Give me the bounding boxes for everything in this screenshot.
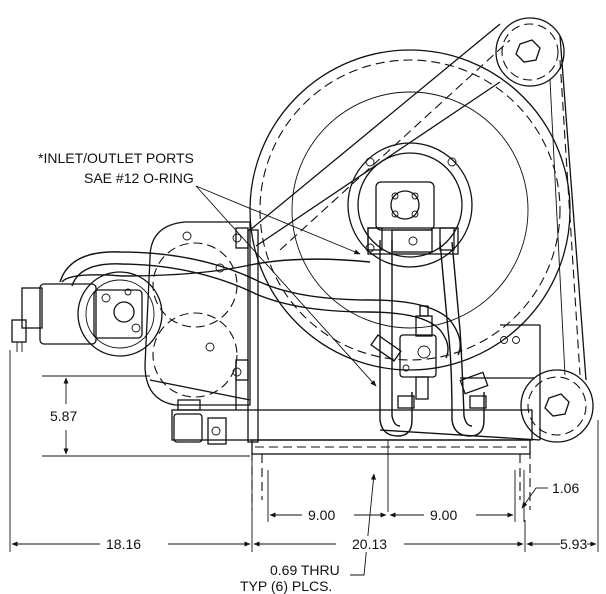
top-pulley-and-guard [249, 17, 587, 381]
dimension-overall-left-label: 18.16 [106, 536, 142, 552]
holes-callout-line1: 0.69 THRU [270, 562, 340, 578]
hydraulic-motor [11, 271, 163, 357]
dimension-height-label: 5.87 [50, 408, 78, 424]
dimension-overall [9, 350, 599, 552]
dimension-span-left-label: 9.00 [308, 507, 336, 523]
dimension-offset-right-label: 1.06 [552, 480, 580, 496]
reel-drum [249, 49, 571, 371]
dimension-overall-mid-label: 20.13 [352, 536, 388, 552]
valve-block [367, 227, 489, 409]
holes-callout-line2: TYP (6) PLCS. [240, 578, 333, 594]
holes-leader [350, 473, 376, 576]
hydraulic-hoses [59, 240, 485, 437]
bottom-roller [379, 369, 594, 443]
dimension-span-right-label: 9.00 [430, 507, 458, 523]
dimension-spans [267, 470, 516, 522]
ports-callout-line1: *INLET/OUTLET PORTS [38, 150, 194, 166]
ports-callout-line2: SAE #12 O-RING [84, 170, 194, 186]
dimension-overall-right-label: 5.93 [560, 536, 588, 552]
dimension-offset-right [521, 470, 548, 522]
dimension-height-left [42, 375, 250, 457]
ports-leader [195, 185, 377, 387]
